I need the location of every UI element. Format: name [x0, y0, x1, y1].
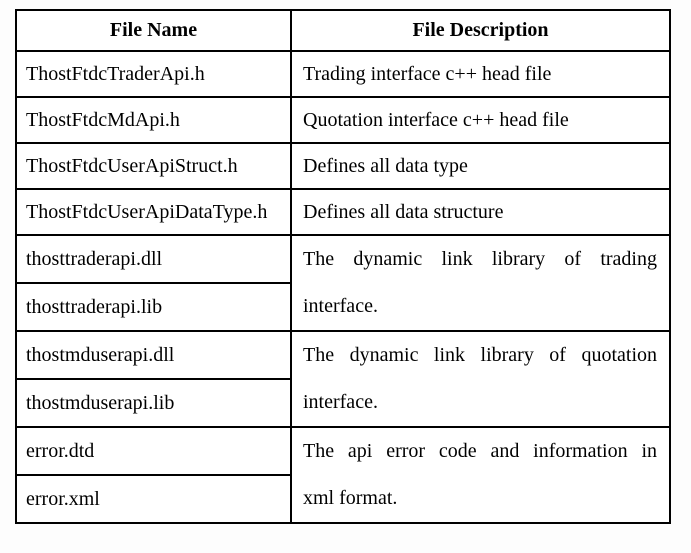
file-description-cell: Defines all data structure — [290, 188, 671, 236]
table-row: ThostFtdcUserApiDataType.h Defines all d… — [15, 188, 671, 236]
column-header-file-description: File Description — [290, 9, 671, 52]
file-description-cell-merged: The dynamic link library of quotation in… — [290, 330, 671, 428]
table-row: ThostFtdcTraderApi.h Trading interface c… — [15, 50, 671, 98]
table-row: error.dtd The api error code and informa… — [15, 426, 671, 524]
file-name-cell: ThostFtdcUserApiStruct.h — [15, 142, 292, 190]
table-row: error.xml — [15, 474, 670, 524]
description-line: The dynamic link library of trading — [303, 248, 657, 270]
file-name-cell: thostmduserapi.lib — [15, 378, 292, 428]
description-line: xml format. — [303, 487, 398, 509]
table-row: ThostFtdcMdApi.h Quotation interface c++… — [15, 96, 671, 144]
description-line: The dynamic link library of quotation — [303, 344, 657, 366]
column-header-file-name: File Name — [15, 9, 292, 52]
description-line: interface. — [303, 295, 378, 317]
header-row: File Name File Description — [15, 9, 671, 52]
table-row: thostmduserapi.dll The dynamic link libr… — [15, 330, 671, 428]
file-name-cell: error.dtd — [15, 426, 292, 476]
file-name-cell: thosttraderapi.dll — [15, 234, 292, 284]
file-name-cell: error.xml — [15, 474, 292, 524]
file-name-cell: thosttraderapi.lib — [15, 282, 292, 332]
file-name-cell: ThostFtdcTraderApi.h — [15, 50, 292, 98]
api-files-table: File Name File Description ThostFtdcTrad… — [15, 9, 671, 524]
description-line: interface. — [303, 391, 378, 413]
file-description-cell: Quotation interface c++ head file — [290, 96, 671, 144]
table-row: thostmduserapi.lib — [15, 378, 670, 428]
table-row: thosttraderapi.lib — [15, 282, 670, 332]
file-name-cell: thostmduserapi.dll — [15, 330, 292, 380]
file-description-cell: Defines all data type — [290, 142, 671, 190]
table-row: thosttraderapi.dll The dynamic link libr… — [15, 234, 671, 332]
file-description-cell-merged: The dynamic link library of trading inte… — [290, 234, 671, 332]
table-row: ThostFtdcUserApiStruct.h Defines all dat… — [15, 142, 671, 190]
file-description-cell-merged: The api error code and information in xm… — [290, 426, 671, 524]
file-name-cell: ThostFtdcUserApiDataType.h — [15, 188, 292, 236]
file-description-cell: Trading interface c++ head file — [290, 50, 671, 98]
description-line: The api error code and information in — [303, 440, 657, 462]
file-name-cell: ThostFtdcMdApi.h — [15, 96, 292, 144]
